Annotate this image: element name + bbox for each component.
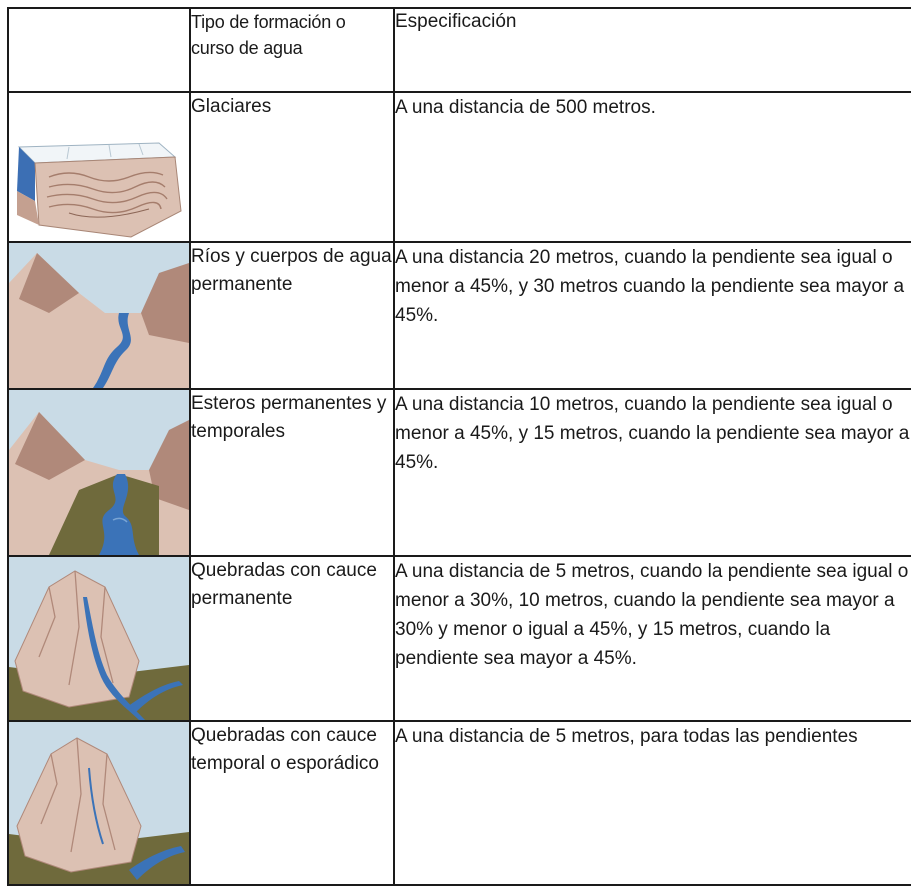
row-spec-rios: A una distancia 20 metros, cuando la pen…	[393, 241, 911, 390]
row-type-rios: Ríos y cuerpos de agua permanente	[189, 241, 395, 390]
river-illustration	[9, 243, 189, 388]
row-type-quebradas-permanente: Quebradas con cauce permanente	[189, 555, 395, 722]
row-type-glaciares: Glaciares	[189, 91, 395, 243]
header-spec: Especificación	[393, 7, 911, 93]
table-row: Quebradas con cauce temporal o esporádic…	[7, 720, 911, 886]
header-image-cell	[7, 7, 191, 93]
row-type-quebradas-temporal: Quebradas con cauce temporal o esporádic…	[189, 720, 395, 886]
row-spec-quebradas-permanente: A una distancia de 5 metros, cuando la p…	[393, 555, 911, 722]
row-type-esteros: Esteros permanentes y temporales	[189, 388, 395, 557]
row-spec-quebradas-temporal: A una distancia de 5 metros, para todas …	[393, 720, 911, 886]
glacier-illustration-cell	[7, 91, 191, 243]
glacier-illustration	[17, 142, 182, 238]
river-illustration-cell	[7, 241, 191, 390]
ravine-temporary-illustration-cell	[7, 720, 191, 886]
estuary-illustration	[9, 390, 189, 555]
table-header-row: Tipo de formación o curso de agua Especi…	[7, 7, 911, 93]
ravine-permanent-illustration	[9, 557, 189, 720]
estuary-illustration-cell	[7, 388, 191, 557]
row-spec-glaciares: A una distancia de 500 metros.	[393, 91, 911, 243]
table-row: Ríos y cuerpos de agua permanente A una …	[7, 241, 911, 390]
water-formation-table: Tipo de formación o curso de agua Especi…	[7, 7, 911, 886]
header-type: Tipo de formación o curso de agua	[189, 7, 395, 93]
table-row: Glaciares A una distancia de 500 metros.	[7, 91, 911, 243]
table-row: Quebradas con cauce permanente A una dis…	[7, 555, 911, 722]
ravine-permanent-illustration-cell	[7, 555, 191, 722]
row-spec-esteros: A una distancia 10 metros, cuando la pen…	[393, 388, 911, 557]
ravine-temporary-illustration	[9, 722, 189, 884]
table-row: Esteros permanentes y temporales A una d…	[7, 388, 911, 557]
